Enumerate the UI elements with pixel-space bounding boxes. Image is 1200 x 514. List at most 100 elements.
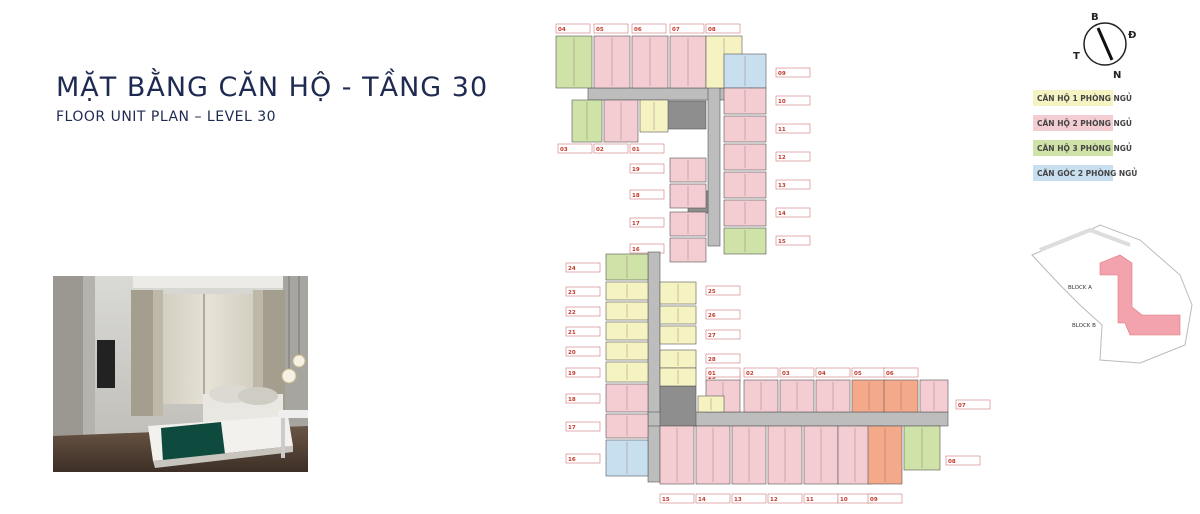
unit-number: 22 — [568, 310, 576, 316]
block-a-label: BLOCK A — [1068, 285, 1092, 291]
unit-number: 25 — [708, 289, 716, 295]
page-title: MẶT BẰNG CĂN HỘ - TẦNG 30 — [56, 72, 489, 103]
legend-swatch — [1033, 165, 1113, 181]
unit-number: 16 — [632, 247, 640, 253]
unit-tag — [565, 367, 601, 378]
unit-tag — [945, 455, 981, 466]
unit-number: 26 — [708, 313, 716, 319]
bedroom-illustration — [53, 276, 308, 472]
legend-item-2bed: CĂN HỘ 2 PHÒNG NGỦ — [1033, 113, 1137, 133]
legend-label: CĂN HỘ 1 PHÒNG NGỦ — [1037, 93, 1133, 103]
unit-number: 06 — [886, 371, 894, 377]
unit-tag — [775, 235, 811, 246]
unit-number: 04 — [558, 27, 566, 33]
unit-tag — [705, 309, 741, 320]
unit-number: 21 — [568, 330, 576, 336]
unit-tag — [565, 421, 601, 432]
unit-tag — [705, 23, 741, 34]
unit-tag — [593, 143, 629, 154]
compass-south: N — [1113, 70, 1121, 81]
unit-number: 28 — [708, 357, 716, 363]
unit-number: 09 — [870, 497, 878, 503]
unit-tag — [705, 329, 741, 340]
unit-tag — [631, 23, 667, 34]
title-block: MẶT BẰNG CĂN HỘ - TẦNG 30 FLOOR UNIT PLA… — [56, 72, 488, 125]
corridor — [647, 251, 661, 483]
unit-tag — [565, 262, 601, 273]
unit-number: 02 — [596, 147, 604, 153]
unit-number: 09 — [778, 71, 786, 77]
legend-swatch — [1033, 115, 1113, 131]
unit-tag — [705, 353, 741, 364]
unit-tag — [955, 399, 991, 410]
elevator-core — [665, 100, 707, 130]
unit-tag — [775, 67, 811, 78]
unit-tag — [775, 95, 811, 106]
unit-number: 18 — [632, 193, 640, 199]
unit-tag — [883, 367, 919, 378]
unit-tag — [743, 367, 779, 378]
unit-number: 19 — [632, 167, 640, 173]
legend-label: CĂN HỘ 2 PHÒNG NGỦ — [1037, 118, 1133, 128]
unit-tag — [867, 493, 903, 504]
legend-item-1bed: CĂN HỘ 1 PHÒNG NGỦ — [1033, 88, 1137, 108]
elevator-core — [659, 385, 697, 427]
unit-tag — [629, 243, 665, 254]
block-b-label: BLOCK B — [1072, 323, 1096, 329]
unit-number: 18 — [568, 397, 576, 403]
tv-icon — [97, 340, 115, 388]
legend-label: CĂN GÓC 2 PHÒNG NGỦ — [1037, 168, 1138, 178]
unit-number: 07 — [672, 27, 680, 33]
compass: B Đ N T — [1070, 6, 1140, 81]
unit-number: 12 — [778, 155, 786, 161]
unit-tag — [593, 23, 629, 34]
unit-number: 01 — [708, 371, 716, 377]
unit-number: 01 — [632, 147, 640, 153]
unit-number: 07 — [958, 403, 966, 409]
compass-east: Đ — [1128, 30, 1136, 41]
unit-tag — [705, 367, 741, 378]
unit-number: 11 — [778, 127, 786, 133]
unit-number: 02 — [746, 371, 754, 377]
unit-number: 05 — [596, 27, 604, 33]
compass-north: B — [1091, 12, 1099, 23]
unit-number: 19 — [568, 371, 576, 377]
unit-tag — [669, 23, 705, 34]
unit-tag — [565, 346, 601, 357]
legend-item-corner: CĂN GÓC 2 PHÒNG NGỦ — [1033, 163, 1137, 183]
unit-number: 06 — [634, 27, 642, 33]
unit-tag — [779, 367, 815, 378]
unit-number: 14 — [698, 497, 706, 503]
unit-tag — [775, 151, 811, 162]
unit-tag — [775, 179, 811, 190]
unit-tag — [629, 189, 665, 200]
unit-tag — [695, 493, 731, 504]
unit-number: 29 — [708, 375, 716, 381]
legend-swatch — [1033, 90, 1113, 106]
legend-item-3bed: CĂN HỘ 3 PHÒNG NGỦ — [1033, 138, 1137, 158]
unit-tag — [565, 393, 601, 404]
unit-tag — [565, 453, 601, 464]
bedroom-photo — [53, 276, 308, 472]
unit-tag — [767, 493, 803, 504]
unit-number: 13 — [778, 183, 786, 189]
unit-number: 05 — [854, 371, 862, 377]
unit-number: 10 — [778, 99, 786, 105]
unit-number: 17 — [568, 425, 576, 431]
unit-number: 24 — [568, 266, 576, 272]
legend-label: CĂN HỘ 3 PHÒNG NGỦ — [1037, 143, 1133, 153]
unit-number: 17 — [632, 221, 640, 227]
site-plan-svg: BLOCK A BLOCK B — [1031, 224, 1193, 364]
unit-number: 11 — [806, 497, 814, 503]
unit-tag — [705, 285, 741, 296]
unit-tag — [775, 123, 811, 134]
unit-number: 04 — [818, 371, 826, 377]
legend: CĂN HỘ 1 PHÒNG NGỦ CĂN HỘ 2 PHÒNG NGỦ CĂ… — [1033, 88, 1137, 188]
unit-tag — [731, 493, 767, 504]
unit-tag — [565, 286, 601, 297]
unit-number: 15 — [662, 497, 670, 503]
unit-number: 10 — [840, 497, 848, 503]
compass-west: T — [1073, 51, 1080, 62]
